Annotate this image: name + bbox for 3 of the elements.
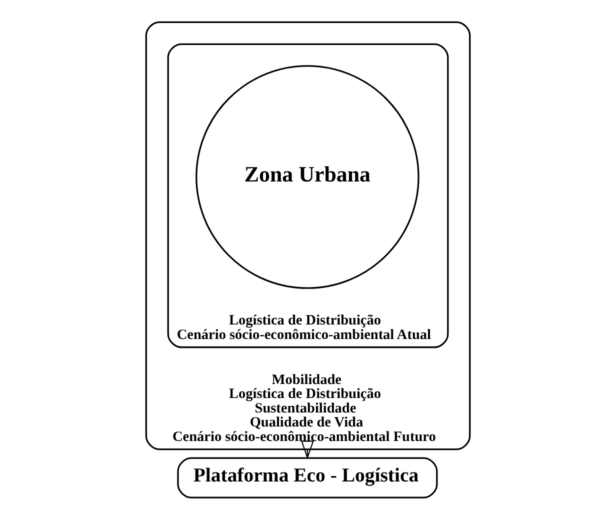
node-box: Plataforma Eco - Logística bbox=[176, 456, 438, 498]
arrow bbox=[300, 440, 314, 459]
node-circle: Zona Urbana bbox=[195, 64, 419, 288]
